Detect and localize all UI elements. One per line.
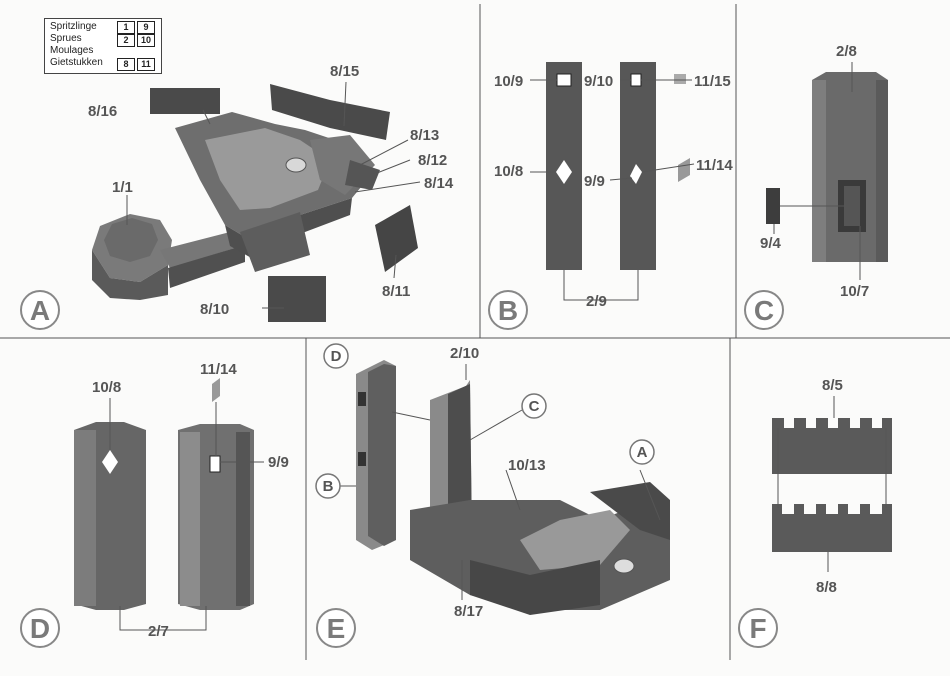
panel-letter: C [754,295,774,326]
wall-inner-left-face [180,432,200,606]
label: 8/10 [200,301,229,318]
panel-d: 10/8 11/14 9/9 2/7 D [21,361,289,647]
wall-outer-left-face [74,430,96,606]
label: 10/9 [494,73,523,90]
panel-letter: D [30,613,50,644]
label: 11/14 [696,157,733,174]
panel-c: 2/8 9/4 10/7 C [745,43,888,329]
label: 10/13 [508,457,546,474]
panel-letter: A [30,295,50,326]
window-9-9 [210,456,220,472]
module-d-inner [368,364,396,546]
label: 9/9 [584,173,605,190]
label: 9/10 [584,73,613,90]
label: 8/13 [410,127,439,144]
callout-letter: A [637,444,648,461]
label: 8/16 [88,103,117,120]
label: 2/7 [148,623,169,640]
module-d-window [358,452,366,466]
label: 9/4 [760,235,782,252]
window-9-10 [631,74,641,86]
part-11-14 [212,378,220,402]
label: 8/14 [424,175,454,192]
wall-inner-right-face [236,432,250,606]
battlement-8-5 [772,418,892,474]
label: 2/8 [836,43,857,60]
floor-hole [614,559,634,573]
label: 8/15 [330,63,359,80]
window-10-9 [557,74,571,86]
panel-b: 10/9 9/10 11/15 10/8 9/9 11/14 2/9 B [489,62,733,329]
label: 1/1 [112,179,133,196]
part-8-10 [268,276,326,322]
module-d-window [358,392,366,406]
label: 8/8 [816,579,837,596]
label: 8/5 [822,377,843,394]
label: 10/7 [840,283,869,300]
label: 2/9 [586,293,607,310]
tower-face-right [876,80,888,262]
part-8-11 [375,205,418,272]
label: 8/17 [454,603,483,620]
panel-letter: B [498,295,518,326]
label: 8/11 [382,283,410,300]
panel-letter: E [327,613,346,644]
callout-letter: C [529,398,540,415]
part-11-14 [678,158,690,182]
floor-hole [286,158,306,172]
part-8-12 [345,160,380,190]
label: 2/10 [450,345,479,362]
panel-a: 8/15 8/16 8/13 8/12 8/14 1/1 8/11 8/10 A [21,63,454,329]
label: 9/9 [268,454,289,471]
label: 11/15 [694,73,731,90]
part-8-16 [150,88,220,114]
part-9-4 [766,188,780,224]
label: 11/14 [200,361,237,378]
part-11-15 [674,74,686,84]
door-10-7 [844,186,860,226]
callout-letter: D [331,348,342,365]
panel-e: 2/10 10/13 8/17 D C A B E [316,344,670,647]
callout-letter: B [323,478,334,495]
tower-face-left [812,80,826,262]
panel-letter: F [749,613,766,644]
label: 10/8 [494,163,523,180]
battlement-8-8 [772,504,892,552]
wall-panel-right [620,62,656,270]
octagon-top [104,218,158,262]
panel-f: 8/5 8/8 F [739,377,892,647]
label: 10/8 [92,379,121,396]
label: 8/12 [418,152,447,169]
